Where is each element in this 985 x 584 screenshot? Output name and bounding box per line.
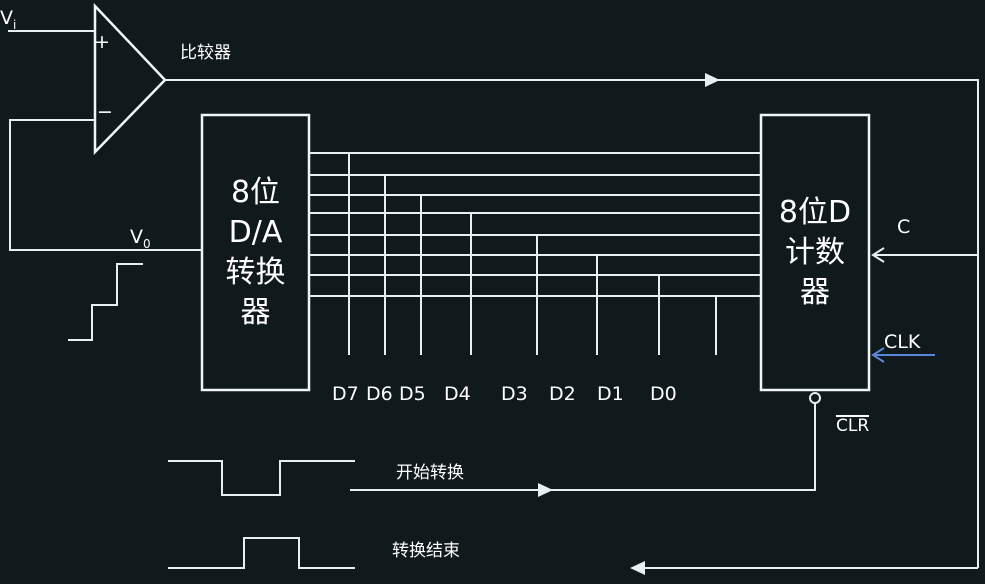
- counter-line-3: 器: [800, 274, 830, 310]
- end-conversion-label: 转换结束: [392, 541, 460, 561]
- clr-label: CLR: [836, 415, 870, 436]
- end-pulse-waveform: [168, 537, 355, 569]
- clk-arrow-icon: [871, 347, 885, 363]
- start-conversion-label: 开始转换: [396, 463, 464, 483]
- dac-line-1: 8位: [230, 174, 281, 210]
- end-conversion-arrow-icon: [630, 561, 645, 575]
- dac-block-text: 8位 D/A 转换 器: [202, 115, 309, 390]
- start-pulse-waveform: [168, 460, 355, 496]
- bit-d1: D1: [597, 383, 624, 405]
- counter-block-frame: [759, 113, 871, 392]
- clk-label: CLK: [884, 331, 921, 353]
- bit-d6: D6: [366, 383, 393, 405]
- bit-d4: D4: [444, 383, 471, 405]
- counter-line-2: 计数: [785, 234, 845, 270]
- counter-line-1: 8位D: [778, 194, 852, 230]
- bit-d5: D5: [399, 383, 426, 405]
- start-arrow-icon: [538, 483, 553, 497]
- clr-wire: [350, 403, 816, 491]
- vo-feedback-wire: [9, 119, 202, 251]
- plus-sign: +: [94, 31, 110, 53]
- dac-line-4: 器: [240, 294, 271, 330]
- bit-d2: D2: [549, 383, 576, 405]
- c-arrow-icon: [871, 247, 885, 263]
- dac-line-2: D/A: [228, 214, 283, 250]
- bit-d0: D0: [650, 383, 677, 405]
- vi-label: Vi: [0, 7, 17, 32]
- comparator-symbol: [93, 2, 167, 156]
- vo-label: V0: [130, 226, 151, 251]
- comparator-arrow-icon: [705, 73, 720, 87]
- dac-line-3: 转换: [225, 254, 286, 290]
- dac-block-frame: [200, 113, 311, 392]
- counter-block-text: 8位D 计数 器: [761, 115, 869, 390]
- comparator-label: 比较器: [180, 43, 231, 63]
- bit-d7: D7: [332, 383, 359, 405]
- minus-sign: −: [97, 101, 113, 123]
- comparator-output-wire: [165, 79, 979, 568]
- bit-d3: D3: [501, 383, 528, 405]
- clr-bubble: [809, 392, 821, 404]
- data-bus: [309, 152, 761, 355]
- c-input-label: C: [897, 216, 911, 238]
- staircase-waveform: [68, 263, 143, 341]
